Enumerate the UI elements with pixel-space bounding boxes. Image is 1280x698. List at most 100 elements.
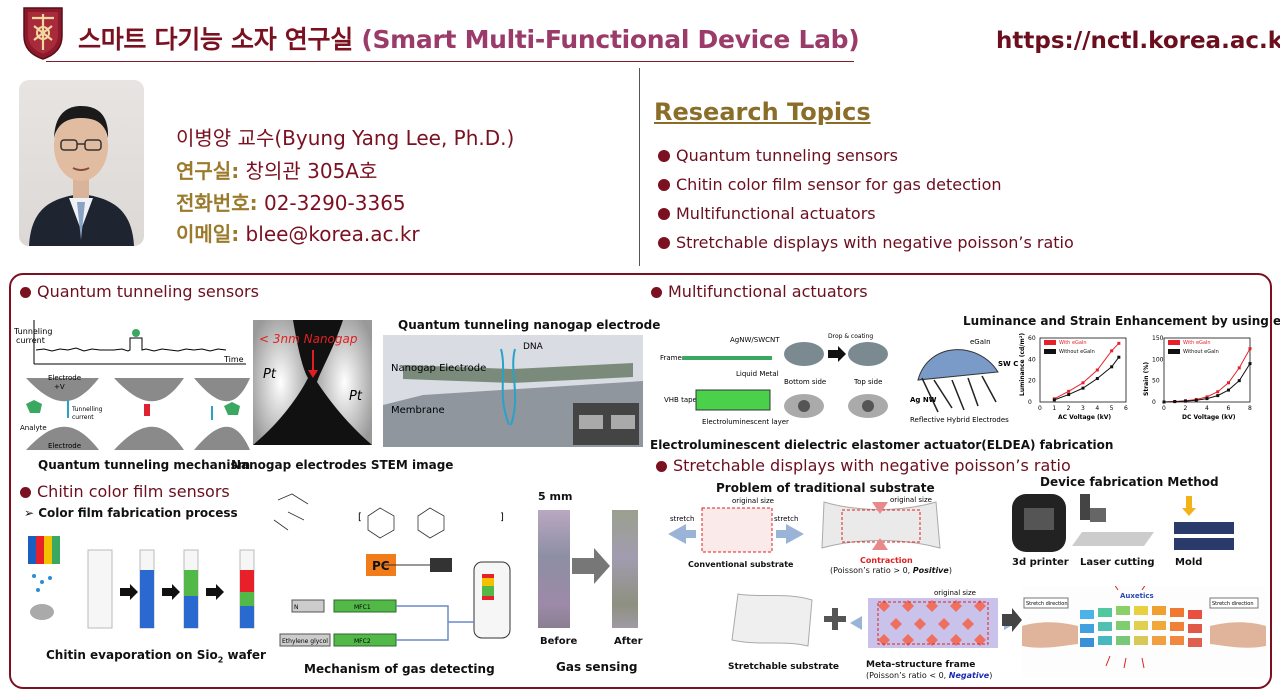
research-topic-label: Multifunctional actuators [676,204,876,223]
nanogap-title: Quantum tunneling nanogap electrode [398,318,661,332]
x-axis-label: DC Voltage (kV) [1182,414,1236,421]
tunneling-mechanism-figure: Tunneling current Time Electrode +V Tunn… [14,320,250,450]
bullet-icon [658,150,670,162]
profile-divider [639,68,640,266]
svg-text:Bottom side: Bottom side [784,378,826,386]
svg-text:Liquid Metal: Liquid Metal [736,370,779,378]
data-point [1110,349,1114,353]
data-point [1248,347,1252,351]
research-topic-item: Stretchable displays with negative poiss… [658,233,1074,252]
svg-text:Tunnelling: Tunnelling [71,406,103,413]
svg-text:]: ] [500,512,504,523]
data-point [1162,400,1166,404]
x-tick-label: 0 [1038,405,1042,412]
svg-text:VHB tape: VHB tape [664,396,697,404]
x-tick-label: 4 [1205,405,1209,412]
bullet-icon [656,461,667,472]
section-title-stretchable: Stretchable displays with negative poiss… [656,456,1071,475]
stem-label: < 3nm Nanogap [259,332,358,346]
data-point [1067,393,1071,397]
data-point [1216,394,1220,398]
data-point [1237,366,1241,370]
professor-photo [19,80,144,246]
data-point [1110,365,1114,369]
caption-eldea: Electroluminescent dielectric elastomer … [650,438,1114,452]
x-tick-label: 0 [1162,405,1166,412]
lab-room-label: 연구실: [176,159,240,183]
data-point [1205,397,1209,401]
page-title: 스마트 다기능 소자 연구실 (Smart Multi-Functional D… [78,20,860,56]
film-after-image [612,510,638,628]
lab-url-link[interactable]: https://nctl.korea.ac.kr [996,28,1280,54]
label-mold: Mold [1175,557,1203,568]
subtitle-device-fab: Device fabrication Method [1040,475,1219,489]
arrow-bullet-icon: ➢ [24,506,39,520]
phone-label: 전화번호: [176,191,258,215]
svg-text:Stretch direction: Stretch direction [1026,601,1068,607]
arrow-right-icon [1002,608,1022,632]
research-topics-title: Research Topics [654,98,871,126]
phone: 전화번호: 02-3290-3365 [176,187,406,216]
svg-text:Pt: Pt [349,389,363,404]
section-label: Quantum tunneling sensors [37,282,259,301]
plus-icon [824,608,846,630]
legend-label: With eGaIn [1059,340,1087,346]
phone-value: 02-3290-3365 [257,191,406,215]
data-point [1216,390,1220,394]
research-topic-label: Quantum tunneling sensors [676,146,898,165]
svg-text:Electroluminescent layer: Electroluminescent layer [702,418,789,426]
x-tick-label: 2 [1067,405,1071,412]
legend-swatch [1168,340,1180,345]
x-tick-label: 3 [1081,405,1085,412]
series-line [1163,348,1251,403]
data-point [1248,362,1252,366]
bullet-icon [20,487,31,498]
research-topic-label: Chitin color film sensor for gas detecti… [676,175,1002,194]
svg-text:Membrane: Membrane [391,405,445,416]
svg-text:Electrode: Electrode [48,374,81,382]
bullet-icon [658,208,670,220]
header-divider [46,61,854,62]
svg-text:current: current [72,414,94,421]
axis-label-time: Time [223,355,244,364]
research-topic-item: Quantum tunneling sensors [658,146,898,165]
data-point [1081,386,1085,390]
nanogap-electrode-figure: DNA Nanogap Electrode Membrane [383,335,643,447]
svg-text:stretch: stretch [670,515,694,523]
email-value[interactable]: blee@korea.ac.kr [239,222,420,246]
data-point [1173,400,1177,404]
y-tick-label: 40 [1028,356,1036,363]
research-topic-item: Multifunctional actuators [658,204,876,223]
series-line [1054,356,1120,401]
label-3d-printer: 3d printer [1012,557,1069,568]
film-before-image [538,510,570,628]
label-meta-structure: Meta-structure frame [866,660,976,670]
label-poisson-negative: (Poisson’s ratio < 0, Negative) [866,671,993,680]
legend-swatch [1044,340,1056,345]
conventional-substrate-figure: original size stretch stretch [668,497,804,553]
section-label: Multifunctional actuators [668,282,868,301]
svg-text:MFC1: MFC1 [354,604,371,611]
bullet-icon [658,179,670,191]
data-point [1117,341,1121,345]
lab-room: 연구실: 창의관 305A호 [176,155,377,184]
svg-text:Frame: Frame [660,354,682,362]
label-poisson-positive: (Poisson’s ratio > 0, Positive) [830,566,952,575]
chitin-fabrication-figure [28,536,255,629]
y-tick-label: 100 [1152,356,1164,363]
svg-text:original size: original size [934,589,976,597]
legend-swatch [1044,349,1056,354]
y-tick-label: 0 [1028,399,1032,406]
title-korean: 스마트 다기능 소자 연구실 [78,25,362,54]
svg-text:eGaIn: eGaIn [970,338,991,346]
label-stretchable-substrate: Stretchable substrate [728,662,839,672]
svg-text:MFC2: MFC2 [354,638,371,645]
stem-image: Pt Pt < 3nm Nanogap [253,320,372,445]
data-point [1184,399,1187,403]
x-tick-label: 5 [1110,405,1114,412]
data-point [1052,398,1056,402]
research-panel [9,273,1272,689]
svg-text:Top side: Top side [853,378,882,386]
eldea-fabrication-figure: Frame AgNW/SWCNT Liquid Metal VHB tape E… [660,333,888,426]
svg-text:Auxetics: Auxetics [1120,592,1154,600]
